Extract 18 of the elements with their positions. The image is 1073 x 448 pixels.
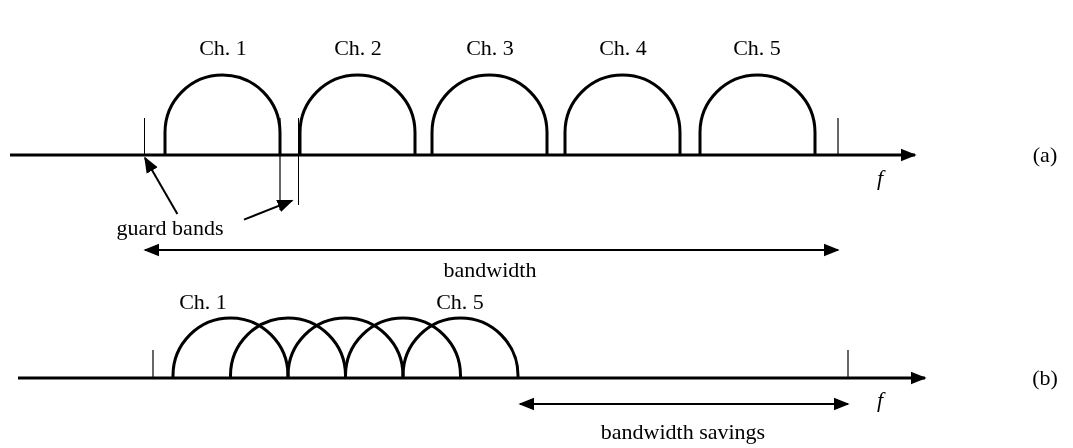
- band-edge-tick: [298, 118, 300, 205]
- channel-label: Ch. 5: [733, 37, 781, 59]
- dimension-label: bandwidth: [443, 259, 537, 281]
- channel-label: Ch. 5: [436, 291, 484, 313]
- axis-label: f: [876, 167, 884, 189]
- callout-text: guard bands: [116, 217, 224, 239]
- axis-label: f: [876, 389, 884, 411]
- channel-label: Ch. 3: [466, 37, 514, 59]
- panel-label: (b): [1032, 367, 1058, 389]
- channel-label: Ch. 1: [199, 37, 247, 59]
- channel-label: Ch. 2: [334, 37, 382, 59]
- channel-label: Ch. 1: [179, 291, 227, 313]
- dimension-label: bandwidth savings: [600, 421, 766, 443]
- channel-label: Ch. 4: [599, 37, 647, 59]
- leader-arrow: [144, 156, 179, 215]
- leader-arrow: [243, 199, 294, 221]
- panel-label: (a): [1032, 144, 1058, 166]
- band-edge-tick: [144, 118, 146, 155]
